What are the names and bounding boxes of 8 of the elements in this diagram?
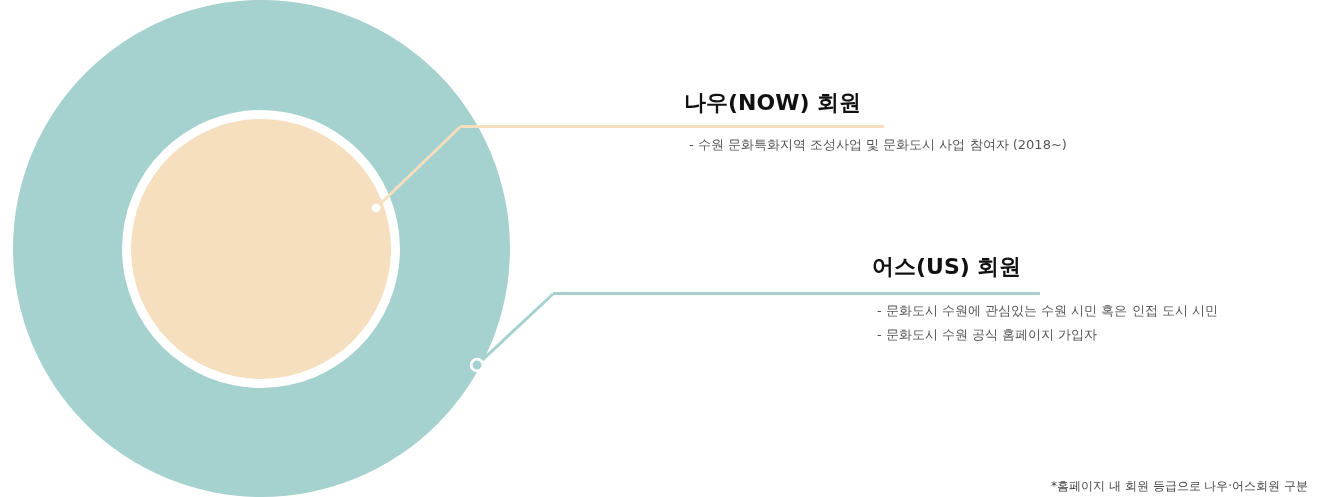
description-text: - 문화도시 수원에 관심있는 수원 시민 혹은 인접 도시 시민 xyxy=(877,302,1218,320)
description-text: - 문화도시 수원 공식 홈페이지 가입자 xyxy=(877,326,1098,344)
member-heading: 나우(NOW) 회원 xyxy=(684,89,862,117)
member-heading: 어스(US) 회원 xyxy=(872,253,1022,281)
description-text: - 수원 문화특화지역 조성사업 및 문화도시 사업 참여자 (2018~) xyxy=(689,136,1067,154)
leader-line xyxy=(368,125,462,216)
footnote-text: *홈페이지 내 회원 등급으로 나우·어스회원 구분 xyxy=(1051,478,1308,495)
leader-line xyxy=(469,292,555,373)
